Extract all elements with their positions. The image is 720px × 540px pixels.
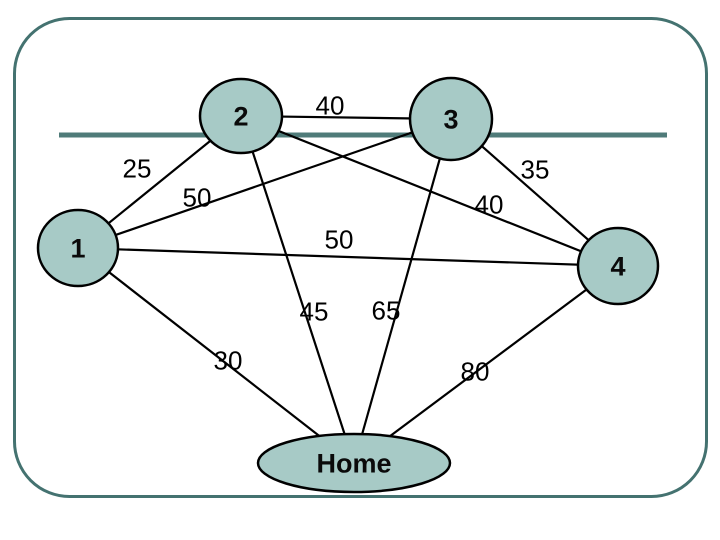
edge-2-home	[239, 115, 356, 464]
edge-1-home-weight: 30	[214, 345, 243, 375]
node-3	[408, 76, 494, 162]
node-home-label: Home	[316, 449, 391, 479]
edge-2-4-weight: 40	[475, 189, 504, 219]
node-3-label: 3	[443, 105, 458, 135]
node-4-label: 4	[610, 252, 625, 282]
edge-1-3	[77, 117, 452, 250]
edge-2-3-weight: 40	[316, 90, 345, 120]
node-1	[36, 208, 120, 288]
node-4	[576, 226, 660, 306]
edge-3-home	[352, 118, 453, 464]
slide-border-frame	[13, 17, 708, 498]
node-2	[198, 77, 284, 155]
edge-1-3-weight: 50	[183, 182, 212, 212]
edge-1-4-weight: 50	[325, 224, 354, 254]
node-1-label: 1	[70, 234, 85, 264]
edge-1-4	[77, 246, 619, 268]
edge-4-home	[353, 265, 619, 464]
edge-2-4	[240, 114, 619, 268]
edge-4-home-weight: 80	[461, 356, 490, 386]
node-2-label: 2	[233, 102, 248, 132]
edge-1-2-weight: 25	[123, 153, 152, 183]
edge-3-home-weight: 65	[372, 295, 401, 325]
edge-2-home-weight: 45	[300, 296, 329, 326]
edge-1-home	[77, 247, 355, 464]
edge-3-4-weight: 35	[521, 154, 550, 184]
node-home	[256, 432, 452, 494]
